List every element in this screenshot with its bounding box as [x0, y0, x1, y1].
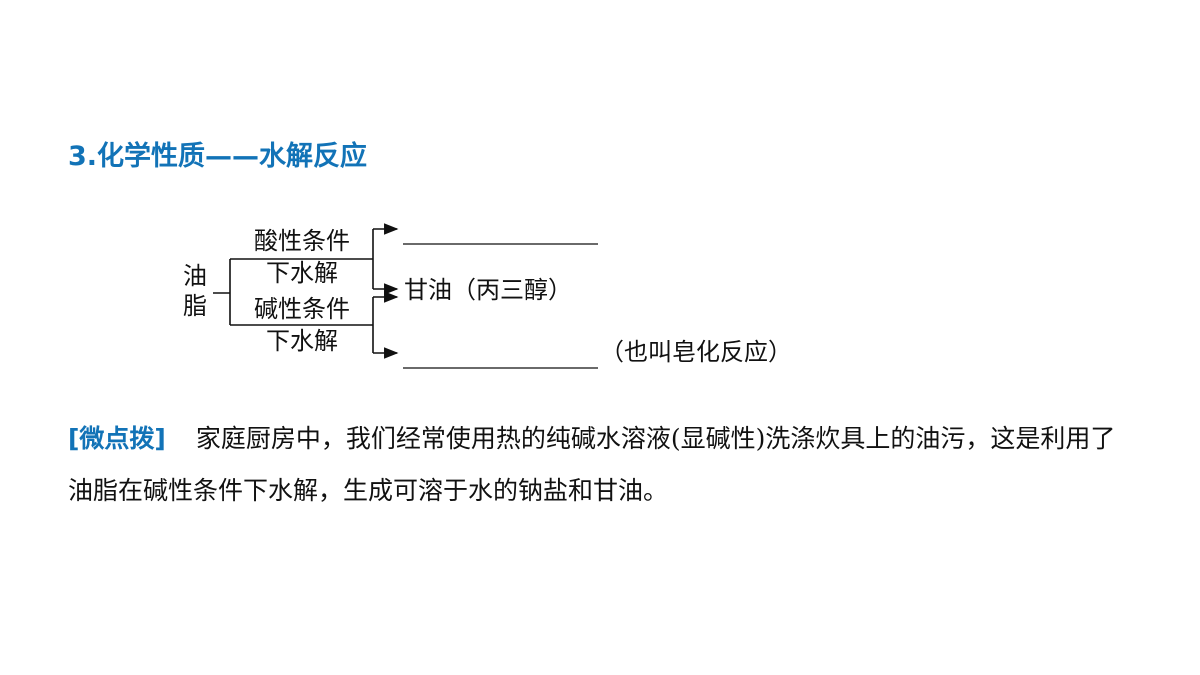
diagram-lines: [213, 223, 598, 369]
product-glycerol: 甘油（丙三醇）: [404, 276, 572, 304]
tip-paragraph: [微点拨]家庭厨房中，我们经常使用热的纯碱水溶液(显碱性)洗涤炊具上的油污，这是…: [68, 413, 1128, 517]
base-condition-label-2: 下水解: [266, 327, 338, 355]
hydrolysis-diagram: 油脂 酸性条件 下水解 碱性条件 下水解 甘油（丙三醇） （也叫皂化反应）: [175, 215, 815, 375]
acid-condition-label-2: 下水解: [266, 259, 338, 287]
diagram-subject: 油脂: [183, 262, 207, 320]
base-condition-label-1: 碱性条件: [254, 295, 350, 323]
saponification-note: （也叫皂化反应）: [600, 338, 792, 366]
section-title: 3.化学性质——水解反应: [68, 141, 368, 172]
acid-condition-label-1: 酸性条件: [254, 227, 350, 255]
tip-text: 家庭厨房中，我们经常使用热的纯碱水溶液(显碱性)洗涤炊具上的油污，这是利用了油脂…: [68, 424, 1116, 505]
tip-tag: [微点拨]: [68, 424, 166, 453]
